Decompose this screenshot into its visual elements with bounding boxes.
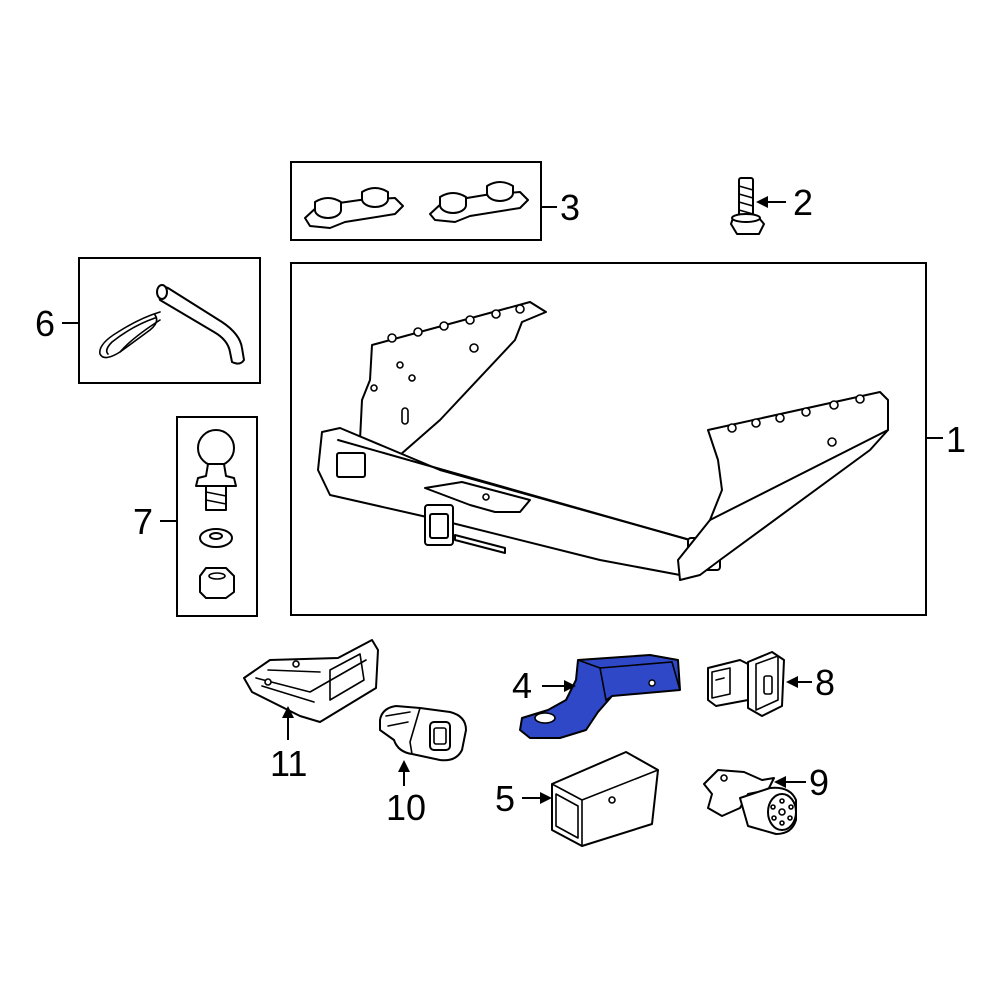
connector-plug-icon (379, 705, 467, 762)
bracket-right-icon (429, 181, 529, 223)
hitch-ball-icon (195, 429, 237, 511)
ball-mount-icon[interactable] (519, 654, 681, 739)
part-11-group: 11 (243, 639, 379, 784)
callout-2[interactable]: 2 (793, 182, 813, 223)
callout-5[interactable]: 5 (495, 778, 515, 819)
bracket-11-icon (243, 639, 379, 723)
part-4-group: 4 (512, 654, 681, 739)
part-7-box (176, 416, 258, 617)
callout-1[interactable]: 1 (946, 419, 966, 460)
arrow-11 (282, 706, 294, 718)
part-3-group: 3 (290, 161, 580, 241)
connector-9-icon (703, 769, 797, 835)
part-5-group: 5 (495, 751, 659, 847)
receiver-insert-icon (551, 751, 659, 847)
callout-4[interactable]: 4 (512, 665, 532, 706)
callout-3[interactable]: 3 (560, 187, 580, 228)
part-6-box (78, 257, 261, 384)
hitch-pin-icon (156, 284, 245, 365)
receiver-hitch-frame-icon (317, 301, 889, 581)
connector-8-icon (707, 651, 785, 717)
nut-icon (199, 567, 235, 599)
arrow-10 (398, 760, 410, 772)
part-3-box (290, 161, 542, 241)
arrow-9 (774, 776, 786, 788)
bolt-icon (730, 177, 765, 235)
bracket-left-icon (304, 187, 404, 229)
washer-icon (199, 528, 233, 548)
part-7-group: 7 (133, 416, 258, 617)
part-2-group: 2 (730, 177, 813, 235)
callout-10[interactable]: 10 (386, 787, 426, 828)
callout-6[interactable]: 6 (35, 303, 55, 344)
callout-7[interactable]: 7 (133, 501, 153, 542)
arrow-8 (786, 676, 798, 688)
arrow-2 (756, 196, 768, 208)
part-8-group: 8 (707, 651, 835, 717)
callout-8[interactable]: 8 (815, 662, 835, 703)
arrow-4 (564, 680, 576, 692)
hitch-clip-icon (99, 311, 161, 359)
callout-9[interactable]: 9 (809, 762, 829, 803)
part-6-group: 6 (35, 257, 261, 384)
part-9-group: 9 (703, 762, 829, 835)
arrow-5 (540, 792, 552, 804)
part-10-group: 10 (379, 705, 467, 828)
callout-11[interactable]: 11 (270, 743, 307, 784)
part-1-group: 1 (290, 262, 966, 616)
